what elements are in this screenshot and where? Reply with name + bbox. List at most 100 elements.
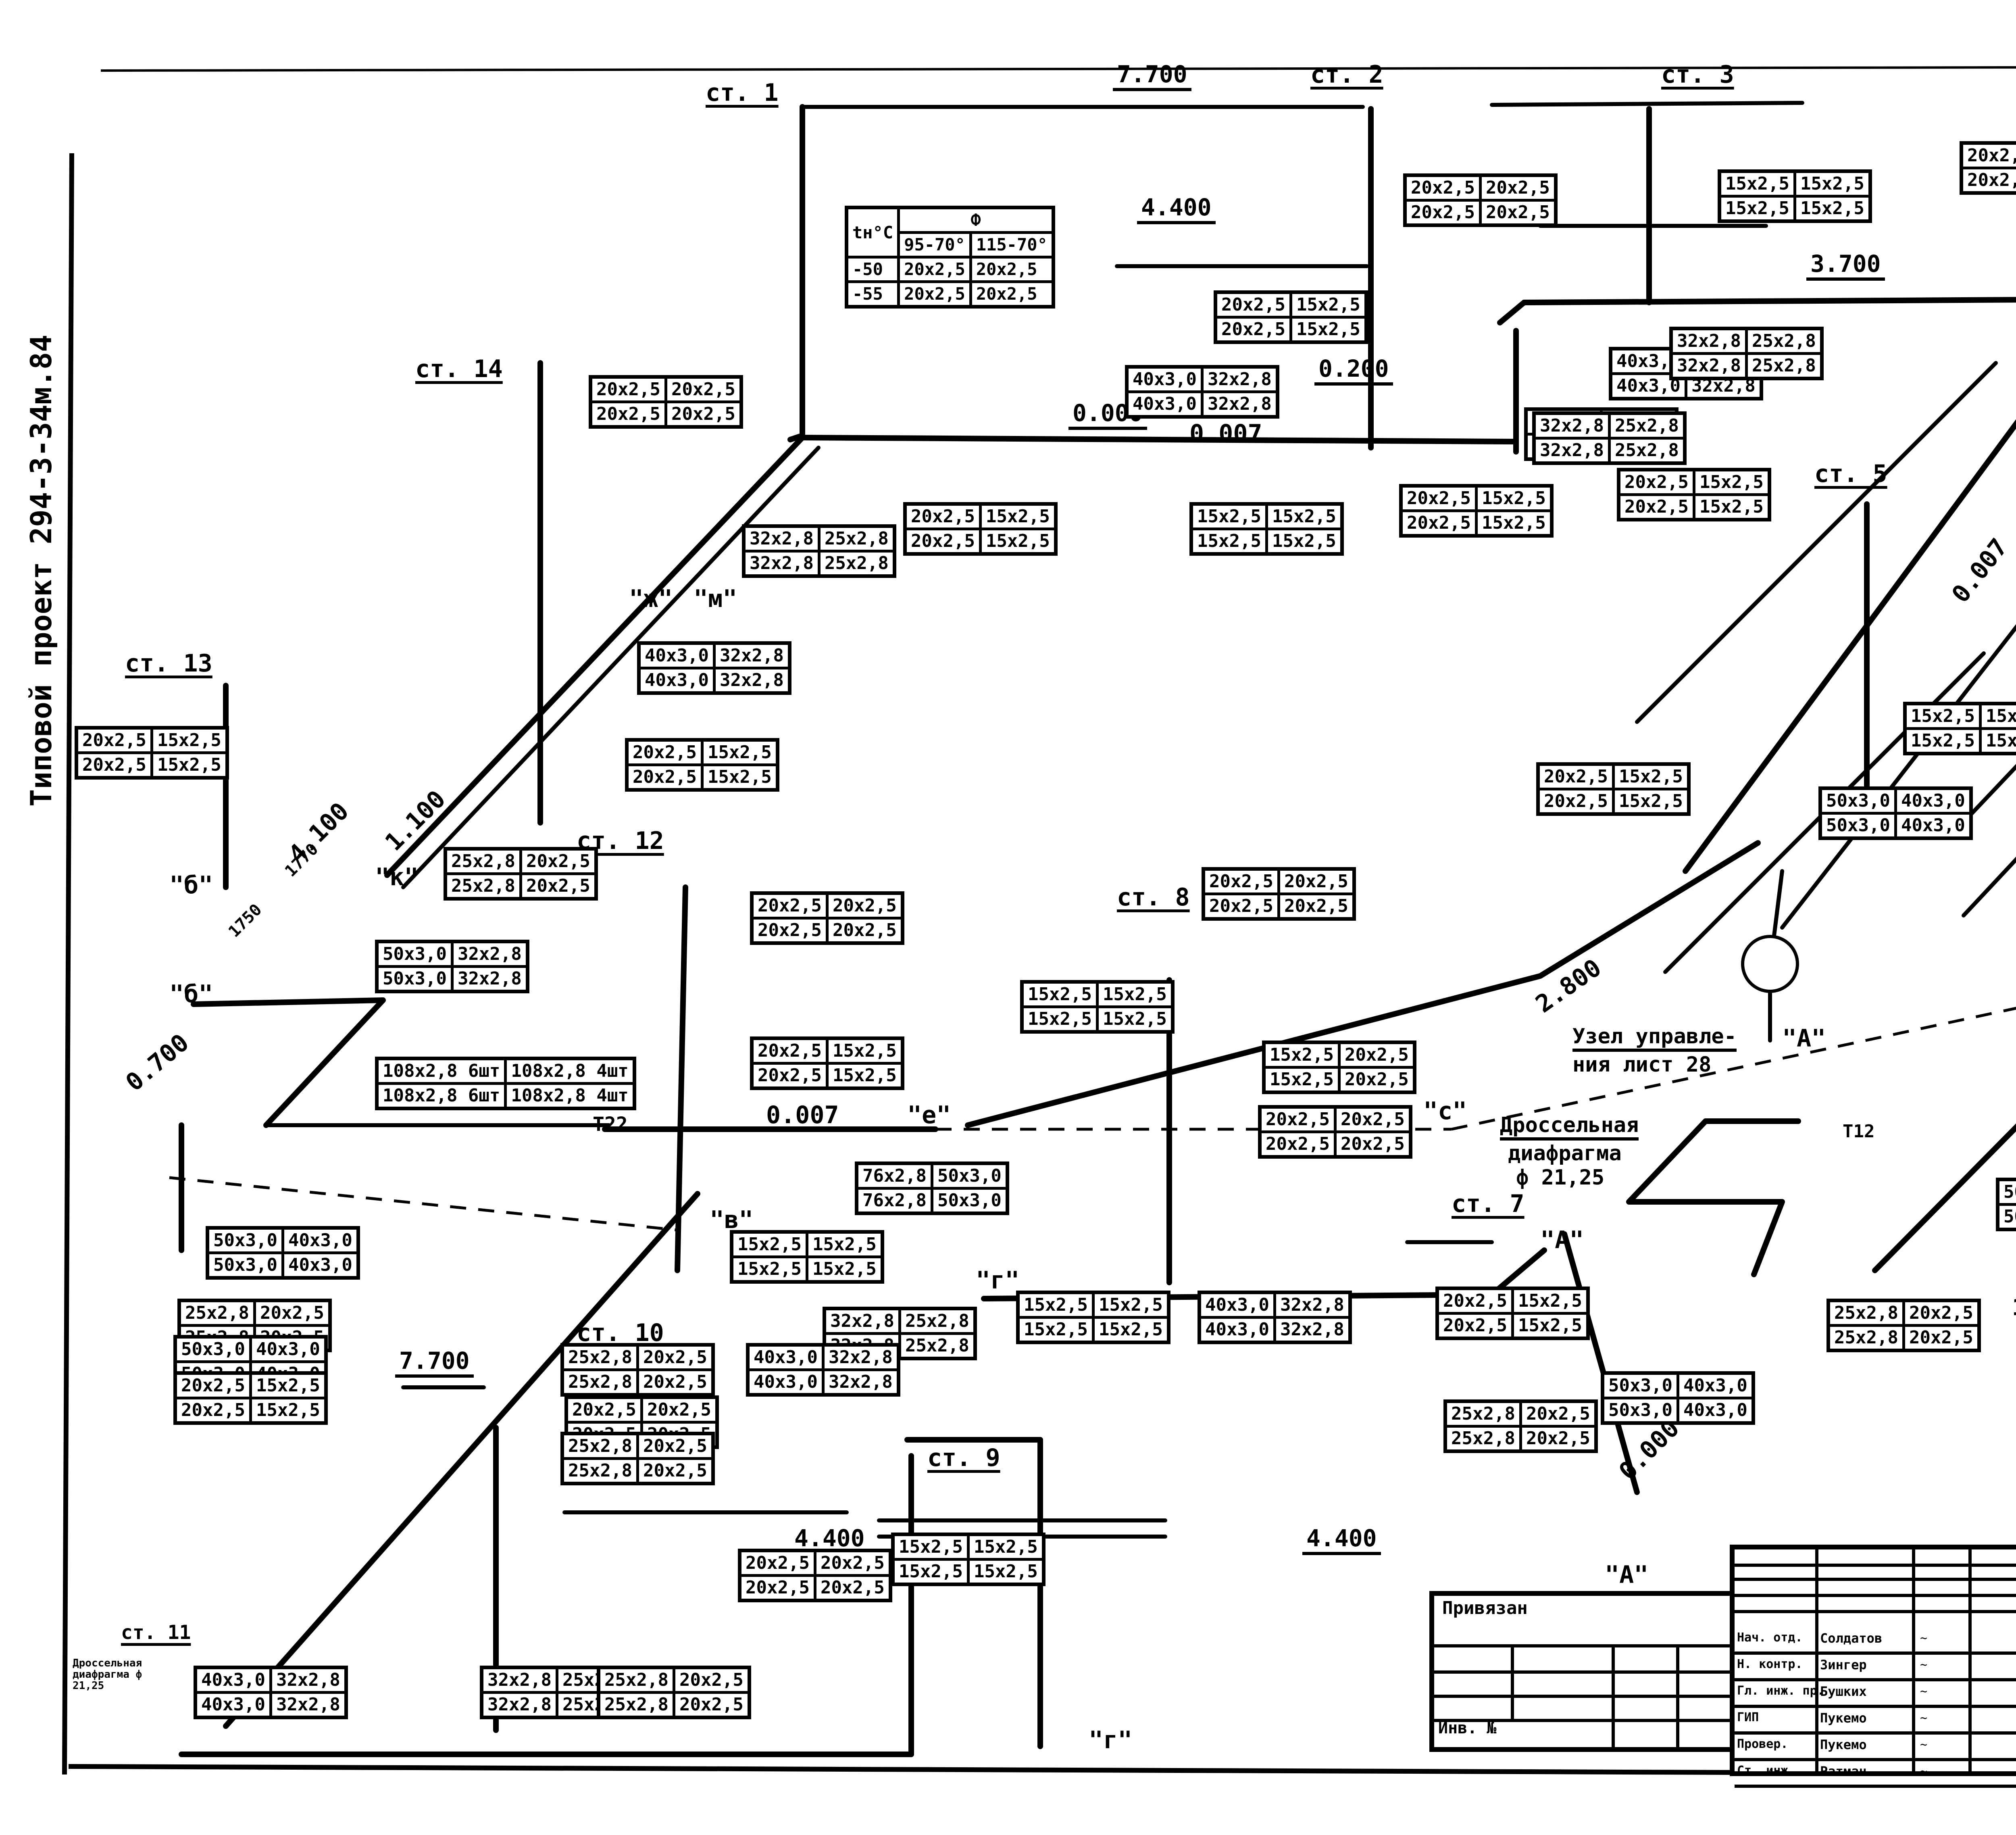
pipe-spec-cell: 20x2,5 xyxy=(1436,1287,1514,1315)
pipe-spec-cell: 20x2,5 xyxy=(813,1574,892,1602)
pipe-spec-cell: 20x2,5 xyxy=(1436,1312,1514,1340)
legend-cell: 20x2,5 xyxy=(969,280,1055,308)
marker-e: "е" xyxy=(907,1101,951,1129)
pipe-spec-cell: 25x2,8 xyxy=(561,1457,639,1485)
riser-label-st7: ст. 7 xyxy=(1452,1190,1524,1218)
pipe-spec-cell: 20x2,5 xyxy=(1519,1425,1597,1453)
binding-label: Привязан xyxy=(1442,1598,1528,1618)
top-branch-st3 xyxy=(1490,101,1804,107)
stamp-divider xyxy=(1434,1644,1757,1647)
pipe-spec-cell: 20x2,5 xyxy=(636,1457,714,1485)
pipe-spec-cell: 40x3,0 xyxy=(194,1666,272,1694)
riser-st12-pipe xyxy=(675,884,688,1273)
stamp-divider xyxy=(1434,1670,1757,1674)
riser-label-st2: ст. 2 xyxy=(1310,60,1383,89)
pipe-spec-cell: 15x2,5 xyxy=(1262,1066,1341,1094)
pipe-spec-cell: 40x3,0 xyxy=(281,1226,360,1254)
main-title-block: Нач. отд.Солдатов~Н. контр.Зингер~Гл. ин… xyxy=(1730,1545,2016,1788)
pipe-spec-cell: 20x2,5 xyxy=(565,1396,643,1424)
pipe-spec-cell: 50x3,0 xyxy=(930,1162,1009,1190)
pipe-spec-cell: 15x2,5 xyxy=(979,503,1057,530)
pipe-spec-cell: 32x2,8 xyxy=(450,965,529,993)
pipe-spec-cell: 20x2,5 xyxy=(1214,316,1292,344)
frame-bottom-line xyxy=(68,1764,1742,1775)
marker-b-lower: "б" xyxy=(169,980,213,1008)
legend-cell: 20x2,5 xyxy=(897,256,972,283)
riser-label-st3: ст. 3 xyxy=(1661,60,1734,89)
sig-col xyxy=(1815,1549,1818,1771)
pipe-spec-cell: 32x2,8 xyxy=(269,1691,348,1719)
pipe-spec-cell: 20x2,5 xyxy=(75,751,153,779)
pipe-spec-cell: 25x2,8 xyxy=(1745,327,1823,355)
signature-row: Гл. инж. пр.Бушких~ xyxy=(1735,1681,2016,1708)
diagonal-main-west xyxy=(384,435,805,878)
riser-label-st5: ст. 5 xyxy=(1814,460,1887,488)
pipe-spec-cell: 32x2,8 xyxy=(269,1666,348,1694)
pipe-spec-cell: 25x2,8 xyxy=(898,1332,977,1360)
signature-grid: Нач. отд.Солдатов~Н. контр.Зингер~Гл. ин… xyxy=(1735,1549,2016,1788)
pipe-spec-cell: 15x2,5 xyxy=(805,1255,884,1283)
pipe-spec-cell: 15x2,5 xyxy=(1190,503,1268,530)
signature-mark: ~ xyxy=(1920,1738,1928,1752)
sig-col xyxy=(1968,1549,1972,1771)
pipe-spec-cell: 20x2,5 xyxy=(174,1372,252,1399)
pipe-spec-cell: 20x2,5 xyxy=(1258,1130,1337,1158)
signature-row: Ст. инж.Ратман~ xyxy=(1735,1761,2016,1788)
pipe-spec-cell: 20x2,5 xyxy=(1537,763,1615,790)
marker-g-left: "г" xyxy=(976,1266,1020,1295)
pipe-spec-cell: 20x2,5 xyxy=(750,892,829,920)
marker-a-bottom: "А" xyxy=(1605,1561,1649,1589)
pipe-spec-cell: 40x3,0 xyxy=(746,1368,825,1396)
signature-mark: ~ xyxy=(1920,1764,1928,1779)
pipe-spec-cell: 40x3,0 xyxy=(249,1335,327,1363)
pipe-spec-cell: 20x2,5 xyxy=(1960,167,2016,194)
legend-col-2: 115-70° xyxy=(969,231,1055,259)
pipe-spec-cell: 15x2,5 xyxy=(966,1533,1045,1561)
pipe-spec-cell: 20x2,5 xyxy=(1214,291,1292,319)
dashed-c-a-link xyxy=(1451,1007,2016,1131)
dashed-b-v-link xyxy=(169,1176,678,1232)
pipe-spec-cell: 25x2,8 xyxy=(817,525,896,553)
pipe-spec-cell: 20x2,5 xyxy=(1902,1299,1981,1327)
pipe-spec-cell: 20x2,5 xyxy=(825,917,904,945)
marker-k: "к" xyxy=(375,863,419,891)
st7-offset-loop xyxy=(1626,1118,1801,1277)
pipe-spec-cell: 20x2,5 xyxy=(738,1574,816,1602)
pipe-spec-cell: 15x2,5 xyxy=(1095,1005,1174,1033)
pipe-spec-cell: 32x2,8 xyxy=(1273,1316,1352,1344)
pipe-spec-cell: 15x2,5 xyxy=(1612,763,1690,790)
pipe-spec-cell: 15x2,5 xyxy=(1020,1005,1099,1033)
elevation-4400-right: 4.400 xyxy=(1302,1524,1381,1555)
